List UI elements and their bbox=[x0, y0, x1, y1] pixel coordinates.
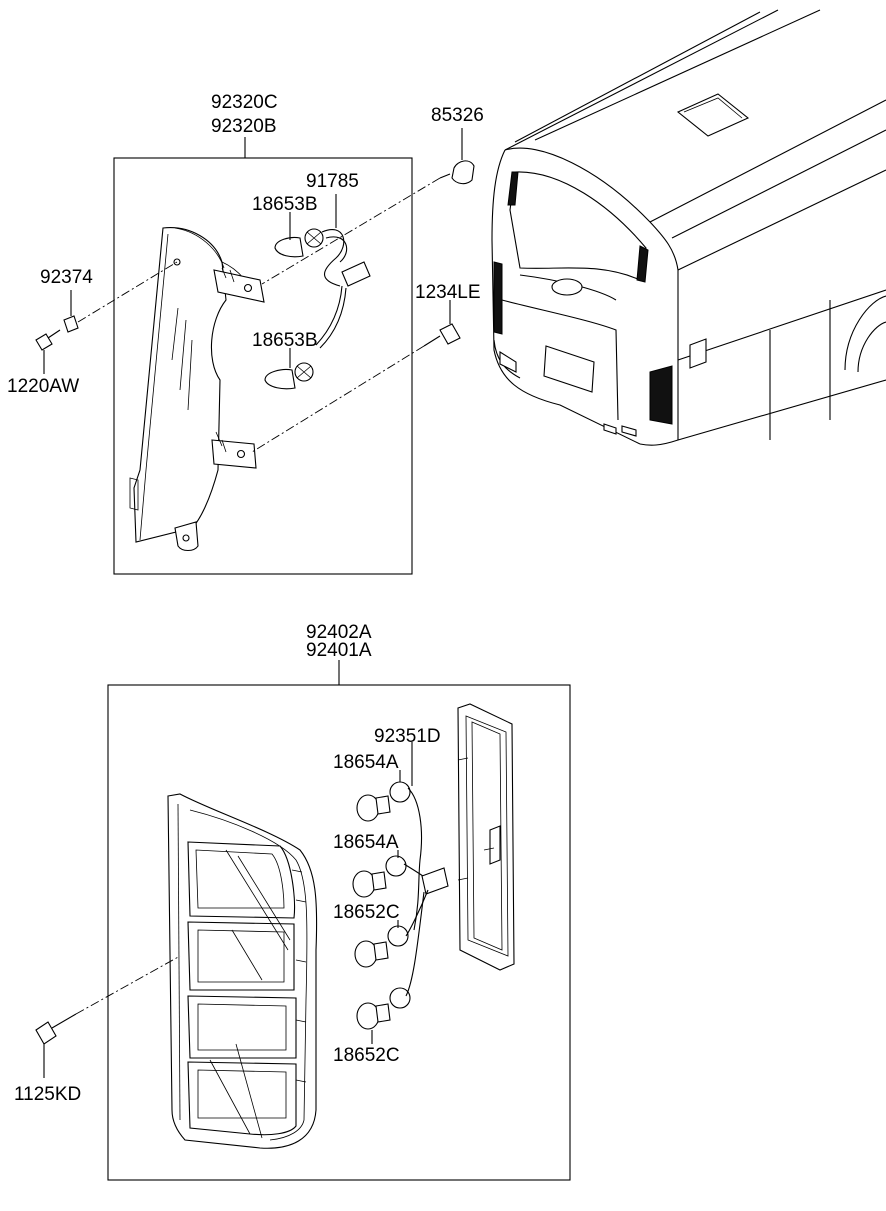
rear-combination-lamp bbox=[167, 793, 318, 1149]
upper-wire-harness bbox=[315, 229, 371, 349]
label-18654A-2: 18654A bbox=[333, 832, 399, 853]
label-92374: 92374 bbox=[40, 267, 93, 288]
screw-1125KD bbox=[35, 1013, 77, 1045]
label-18653B-bottom: 18653B bbox=[252, 330, 318, 351]
label-1125KD: 1125KD bbox=[14, 1084, 81, 1105]
bolt-1234LE bbox=[423, 323, 461, 347]
label-92320B: 92320B bbox=[211, 116, 277, 137]
grommet-85326 bbox=[439, 160, 475, 185]
van-rear-illustration bbox=[491, 9, 886, 446]
label-1220AW: 1220AW bbox=[7, 376, 79, 397]
label-92351D: 92351D bbox=[374, 726, 441, 747]
lower-bulb-3 bbox=[354, 925, 409, 968]
label-18652C-2: 18652C bbox=[333, 1045, 400, 1066]
label-18653B-top: 18653B bbox=[252, 194, 318, 215]
lower-bulb-1 bbox=[356, 781, 411, 822]
rear-side-lamp bbox=[129, 227, 265, 552]
lower-bulb-4 bbox=[356, 987, 411, 1030]
upper-bulb-top bbox=[274, 228, 324, 258]
upper-bulb-bottom bbox=[264, 362, 314, 390]
label-92401A: 92401A bbox=[306, 640, 372, 661]
screw-1220AW bbox=[35, 329, 61, 351]
label-18652C-1: 18652C bbox=[333, 902, 400, 923]
label-1234LE: 1234LE bbox=[415, 282, 481, 303]
lamp-back-cover bbox=[457, 703, 515, 971]
lower-wire-harness bbox=[403, 787, 449, 997]
label-18654A-1: 18654A bbox=[333, 752, 399, 773]
label-92402A: 92402A bbox=[306, 622, 372, 643]
upper-assembly-box bbox=[113, 157, 413, 575]
label-85326: 85326 bbox=[431, 105, 484, 126]
label-91785: 91785 bbox=[306, 171, 359, 192]
lower-bulb-2 bbox=[352, 855, 407, 898]
label-92320C: 92320C bbox=[211, 92, 278, 113]
clip-92374 bbox=[63, 315, 79, 333]
